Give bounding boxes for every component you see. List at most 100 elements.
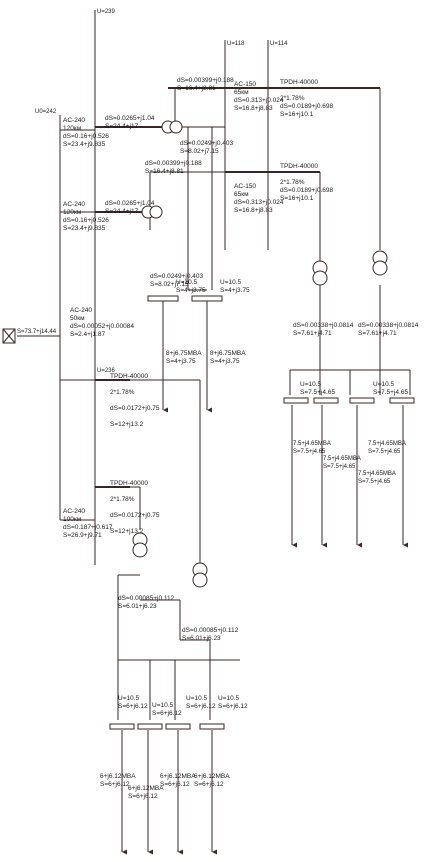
line6-len: 65км [234, 191, 249, 198]
node-u114: U=114 [270, 41, 288, 47]
b-load1-s: S=6+j6.12 [100, 781, 130, 788]
t2a-ds: dS=0.00399+j0.188 [145, 160, 202, 167]
mid-load2: 8+j6.75MBA [210, 350, 246, 357]
line4-s: S=26.9+j9.71 [63, 532, 102, 539]
t1-ds: dS=0.0265+j1.04 [105, 115, 155, 122]
tra-s: S=7.61+j4.71 [293, 330, 332, 337]
t2-s: S=24.4+j17 [105, 208, 139, 215]
line5-ds: dS=0.313+j0.024 [234, 97, 284, 104]
b-bus2-s: S=6+j6.12 [152, 710, 182, 717]
t2a-s: S=16.4+j8.81 [145, 168, 184, 175]
line1-type: AC-240 [63, 117, 85, 124]
tr4-type: TPDH-40000 [110, 480, 148, 487]
line4-type: AC-240 [63, 508, 85, 515]
trd-s: S=6.01+j6.23 [182, 635, 221, 642]
trc-ds: dS=0.00085+j0.112 [118, 595, 175, 602]
mid-bus2-u: U=10.5 [220, 279, 242, 286]
line1-ds: dS=0.16+j0.526 [63, 133, 109, 140]
line2-len: 120км [63, 209, 82, 216]
r-load4: 7.5+j4.65MBA [368, 441, 406, 447]
tr3-pct: 2*1.78% [110, 389, 135, 396]
b-bus2-u: U=10.5 [152, 702, 174, 709]
line4-len: 100км [63, 516, 82, 523]
mid-load2-s: S=4+j3.75 [210, 358, 240, 365]
tr1-s: S=16+j10.1 [280, 111, 314, 118]
line5-len: 65км [234, 89, 249, 96]
line3-ds: dS=0.00052+j0.00084 [70, 323, 134, 330]
b-load3: 6+j6.12MBA [160, 773, 196, 780]
r-bus1-u: U=10.5 [300, 381, 322, 388]
trb-s: S=7.61+j4.71 [358, 330, 397, 337]
line1-len: 120км [63, 125, 82, 132]
tr4-s: S=12+j13.2 [110, 528, 144, 535]
r-bus2-s: S=7.5+j4.65 [373, 389, 408, 396]
b-bus4-s: S=6+j6.12 [218, 703, 248, 710]
mid-load1: 8+j6.75MBA [166, 350, 202, 357]
t2b-s: S=8.02+j7.15 [150, 281, 189, 288]
t1-s: S=24.4+j17 [105, 123, 139, 130]
b-bus3-u: U=10.5 [186, 695, 208, 702]
r-load4-s: S=7.5+j4.65 [368, 449, 401, 455]
tr3-ds: dS=0.0172+j0.75 [110, 405, 160, 412]
t1a-s: S=16.4+j8.81 [177, 85, 216, 92]
lines [17, 10, 411, 855]
r-bus2-u: U=10.5 [373, 381, 395, 388]
labels: U=239 U0=242 U=118 U=114 U=236 S=73.7+j1… [17, 9, 419, 800]
transformer-symbols [132, 120, 388, 588]
line2-s: S=23.4+j9.835 [63, 225, 106, 232]
t2b-ds: dS=0.0249+j0.403 [150, 273, 204, 280]
line6-ds: dS=0.313+j0.024 [234, 199, 284, 206]
mid-load1-s: S=4+j3.75 [166, 358, 196, 365]
mid-bus1-u: U=10.5 [176, 279, 198, 286]
r-load1-s: S=7.5+j4.65 [293, 449, 326, 455]
tr3-s: S=12+j13.2 [110, 421, 144, 428]
b-load3-s: S=6+j6.12 [160, 781, 190, 788]
line3-s: S=2.4+j1.87 [70, 331, 105, 338]
b-bus1-s: S=6+j6.12 [118, 703, 148, 710]
generator-source [2, 328, 16, 344]
line6-type: AC-150 [234, 183, 256, 190]
b-load2-s: S=6+j6.12 [128, 793, 158, 800]
mid-bus2-s: S=4+j3.75 [220, 287, 250, 294]
b-bus3-s: S=6+j6.12 [186, 703, 216, 710]
line5-s: S=16.8+j8.83 [234, 105, 273, 112]
t1b-ds: dS=0.0249+j0.403 [180, 140, 234, 147]
b-bus4-u: U=10.5 [218, 695, 240, 702]
node-u242: U0=242 [35, 109, 57, 115]
node-u236: U=236 [97, 368, 116, 374]
r-load1: 7.5+j4.65MBA [293, 441, 331, 447]
b-load1: 6+j6.12MBA [100, 773, 136, 780]
mid-bus1-s: S=4+j3.75 [176, 287, 206, 294]
b-load4-s: S=6+j6.12 [194, 781, 224, 788]
r-load3: 7.5+j4.65MBA [358, 471, 396, 477]
tr1-type: TPDH-40000 [280, 79, 318, 86]
tr1-ds: dS=0.0189+j0.698 [280, 103, 334, 110]
line2-type: AC-240 [63, 201, 85, 208]
tr2-pct: 2*1.78% [280, 179, 305, 186]
t2-ds: dS=0.0265+j1.04 [105, 200, 155, 207]
r-load2-s: S=7.5+j4.65 [323, 464, 356, 470]
line5-type: AC-150 [234, 81, 256, 88]
line3-type: AC-240 [70, 307, 92, 314]
r-load2: 7.5+j4.65MBA [323, 456, 361, 462]
tr3-type: TPDH-40000 [110, 373, 148, 380]
line2-ds: dS=0.16+j0.526 [63, 217, 109, 224]
line6-s: S=16.8+j8.83 [234, 207, 273, 214]
r-bus1-s: S=7.5+j4.65 [300, 389, 335, 396]
r-load3-s: S=7.5+j4.65 [358, 479, 391, 485]
source-power: S=73.7+j14.44 [17, 329, 57, 335]
line1-s: S=23.4+j9.835 [63, 141, 106, 148]
tr4-ds: dS=0.0172+j0.75 [110, 512, 160, 519]
tr2-type: TPDH-40000 [280, 163, 318, 170]
t1b-s: S=8.02+j7.15 [180, 148, 219, 155]
tr1-pct: 2*1.78% [280, 95, 305, 102]
t1a-ds: dS=0.00399+j0.188 [177, 77, 234, 84]
tr4-pct: 2*1.78% [110, 496, 135, 503]
tra-ds: dS=0.00338+j0.0814 [293, 322, 354, 329]
b-bus1-u: U=10.5 [118, 695, 140, 702]
line4-ds: dS=0.187+j0.617 [63, 524, 113, 531]
trc-s: S=6.01+j6.23 [118, 603, 157, 610]
node-u239: U=239 [97, 9, 116, 15]
b-load4: 6+j6.12MBA [194, 773, 230, 780]
